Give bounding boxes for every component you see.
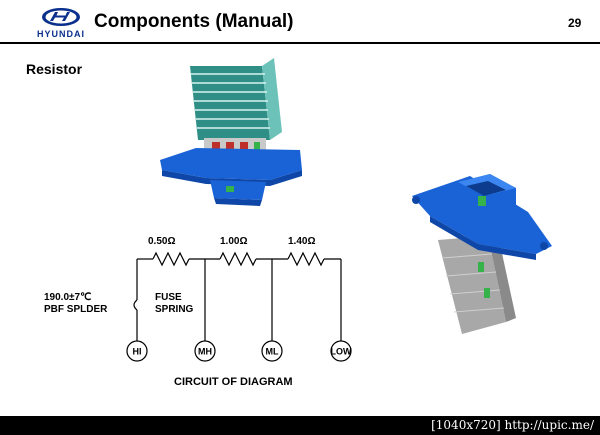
resistor-3-symbol [287,251,325,267]
brand-wordmark: HYUNDAI [36,29,85,39]
terminal-ml [261,340,283,362]
section-title: Resistor [26,61,83,77]
fuse-note-line2: PBF SPLDER [44,304,108,315]
page-number: 29 [568,16,582,30]
resistor-assembly-illustration [160,58,302,206]
resistor-1-value: 0.50Ω [148,236,175,247]
watermark-text: [1040x720] http://upic.me/ [431,418,594,432]
terminal-mh-label: MH [198,347,212,357]
hyundai-emblem-icon [42,8,80,26]
footer-bar: [1040x720] http://upic.me/ [0,416,600,435]
resistor-3-value: 1.40Ω [288,236,315,247]
terminal-hi-label: HI [133,347,142,357]
resistor-1-symbol [152,251,190,267]
resistor-2-value: 1.00Ω [220,236,247,247]
slide: HYUNDAI Components (Manual) 29 Resistor [0,0,600,416]
terminal-low [330,340,352,362]
terminal-mh [194,340,216,362]
hyundai-logo: HYUNDAI [30,6,92,40]
fuse-symbol [133,299,138,311]
terminal-hi [126,340,148,362]
fuse-note-line1: 190.0±7℃ [44,292,91,303]
resistor-2-symbol [219,251,257,267]
diagram-caption: CIRCUIT OF DIAGRAM [174,376,293,388]
illustrations: 0.50Ω 1.00Ω 1.40Ω 190.0±7℃ PBF SPLDER FU… [44,58,552,388]
terminal-ml-label: ML [266,347,279,357]
slide-header: HYUNDAI Components (Manual) 29 [0,0,600,44]
spring-note-line2: SPRING [155,304,194,315]
page-title: Components (Manual) [94,11,294,32]
header-divider [0,42,600,44]
resistor-module-illustration [412,174,552,334]
spring-note-line1: FUSE [155,292,182,303]
circuit-diagram [126,251,352,362]
terminal-low-label: LOW [331,347,352,357]
